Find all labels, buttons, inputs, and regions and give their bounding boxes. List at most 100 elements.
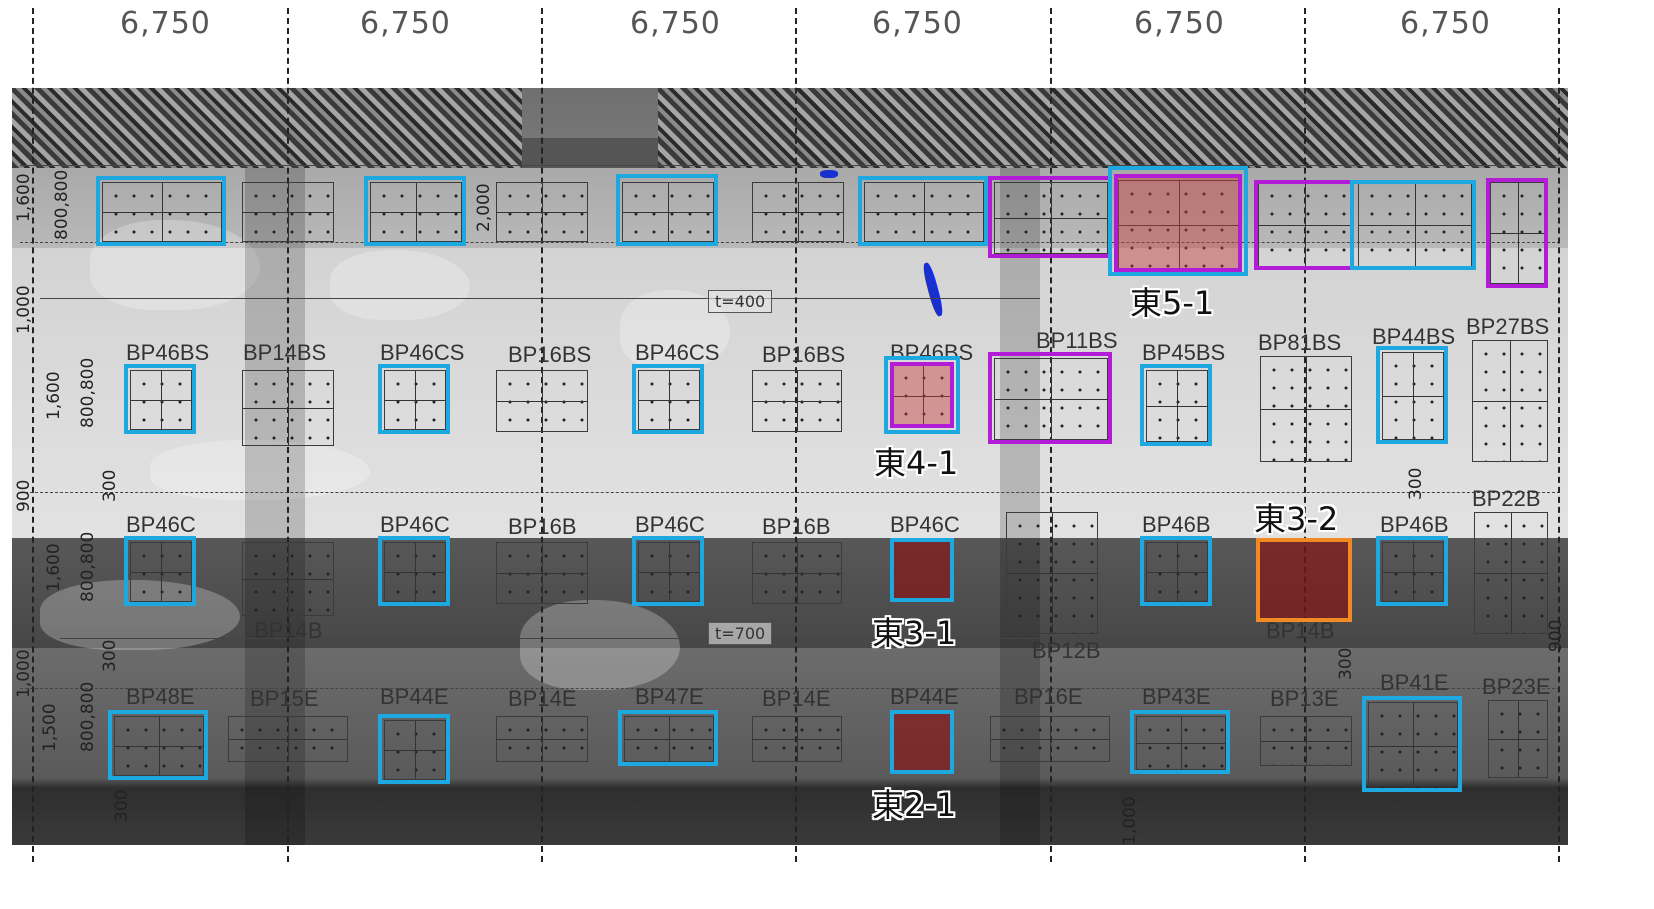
side-dimension: 300 bbox=[1406, 467, 1426, 500]
base-plate bbox=[1146, 370, 1208, 442]
base-plate bbox=[752, 370, 842, 432]
base-plate bbox=[242, 370, 334, 446]
marked-plate-blue bbox=[1376, 346, 1448, 444]
plate-label: BP14E bbox=[762, 686, 831, 711]
base-plate bbox=[638, 542, 700, 602]
marked-plate-blue bbox=[1140, 364, 1212, 446]
span-dimension: 6,750 bbox=[360, 6, 451, 41]
marked-plate-blue bbox=[364, 176, 466, 246]
base-plate bbox=[752, 542, 842, 604]
base-plate bbox=[496, 716, 588, 762]
base-plate bbox=[1136, 716, 1226, 770]
marked-plate-blue bbox=[378, 536, 450, 606]
side-dimension: 2,000 bbox=[474, 183, 494, 232]
marked-plate-purple bbox=[988, 176, 1112, 258]
plate-label: BP23E bbox=[1482, 674, 1551, 699]
column-gridline bbox=[1558, 8, 1560, 862]
plate-label: BP46CS bbox=[635, 340, 720, 365]
marked-plate-blue bbox=[1362, 696, 1462, 792]
dimension-line bbox=[60, 638, 1540, 639]
base-plate bbox=[1472, 340, 1548, 462]
grid-line bbox=[20, 242, 1560, 243]
marked-plate-blue bbox=[616, 174, 718, 246]
plate-label: BP46C bbox=[126, 512, 196, 537]
base-plate bbox=[994, 358, 1108, 440]
camouflage-patch bbox=[520, 600, 680, 690]
marked-plate-blue bbox=[632, 536, 704, 606]
side-dimension: 800,800 bbox=[78, 681, 98, 752]
marked-plate-blue bbox=[1350, 180, 1476, 270]
base-plate bbox=[994, 182, 1108, 254]
base-plate bbox=[1006, 512, 1098, 634]
marked-plate-damaged bbox=[890, 362, 954, 428]
side-dimension: 300 bbox=[112, 789, 132, 822]
plate-label: BP81BS bbox=[1258, 330, 1342, 355]
plate-label: BP44BS bbox=[1372, 324, 1456, 349]
side-dimension: 800,800 bbox=[52, 169, 72, 240]
marked-plate-orange bbox=[1256, 538, 1352, 622]
plate-label: BP44E bbox=[890, 684, 959, 709]
base-plate bbox=[384, 370, 446, 430]
plate-label: BP16BS bbox=[508, 342, 592, 367]
marked-plate-blue bbox=[1130, 710, 1230, 774]
plate-label: BP12B bbox=[1032, 638, 1101, 663]
base-plate bbox=[1146, 542, 1208, 602]
plate-label: BP46B bbox=[1142, 512, 1211, 537]
plate-label: BP14E bbox=[508, 686, 577, 711]
base-plate bbox=[102, 182, 222, 242]
marked-plate-purple bbox=[1254, 180, 1354, 270]
elevation-drawing: 6,750 6,750 6,750 6,750 6,750 6,750 t=40… bbox=[12, 6, 1568, 862]
side-dimension: 300 bbox=[1336, 647, 1356, 680]
base-plate bbox=[1490, 182, 1546, 284]
base-plate bbox=[990, 716, 1110, 762]
span-dimension: 6,750 bbox=[872, 6, 963, 41]
base-plate bbox=[1474, 512, 1548, 634]
base-plate bbox=[242, 182, 334, 242]
marked-plate-blue bbox=[884, 356, 960, 434]
grid-line bbox=[20, 165, 1560, 166]
base-plate bbox=[130, 542, 192, 602]
side-dimension: 1,500 bbox=[40, 703, 60, 752]
grid-line bbox=[20, 688, 1560, 689]
base-plate bbox=[638, 370, 700, 430]
span-dimension: 6,750 bbox=[630, 6, 721, 41]
base-plate bbox=[130, 370, 192, 430]
plate-label: BP43E bbox=[1142, 684, 1211, 709]
callout-label: 東5-1 bbox=[1130, 284, 1215, 322]
column-gridline bbox=[32, 8, 34, 862]
base-plate bbox=[864, 182, 984, 242]
base-plate bbox=[1382, 542, 1444, 602]
base-plate bbox=[1382, 352, 1444, 440]
base-plate bbox=[384, 720, 446, 780]
base-plate bbox=[1260, 356, 1352, 462]
plate-label: BP46C bbox=[380, 512, 450, 537]
blue-ink-mark bbox=[820, 170, 838, 178]
side-dimension: 300 bbox=[100, 639, 120, 672]
base-plate bbox=[496, 182, 588, 242]
base-plate bbox=[228, 716, 348, 762]
base-plate bbox=[496, 370, 588, 432]
marked-plate-blue bbox=[378, 364, 450, 434]
base-plate bbox=[242, 542, 334, 616]
side-dimension: 800,800 bbox=[78, 531, 98, 602]
marked-plate-blue bbox=[858, 176, 988, 246]
side-dimension: 1,000 bbox=[1120, 796, 1140, 845]
base-plate bbox=[384, 542, 446, 602]
plate-label: BP46B bbox=[1380, 512, 1449, 537]
plate-label: BP14BS bbox=[243, 340, 327, 365]
side-dimension: 1,000 bbox=[14, 649, 34, 698]
plate-label: BP45BS bbox=[1142, 340, 1226, 365]
side-dimension: 800,800 bbox=[78, 357, 98, 428]
base-plate bbox=[496, 542, 588, 604]
marked-plate-blue bbox=[618, 710, 718, 766]
base-plate bbox=[1260, 716, 1352, 766]
base-plate bbox=[752, 716, 842, 762]
base-plate bbox=[624, 716, 714, 762]
marked-plate-purple bbox=[988, 352, 1112, 444]
dimension-line bbox=[40, 298, 1040, 299]
plate-label: BP13E bbox=[1270, 686, 1339, 711]
plate-label: BP46C bbox=[635, 512, 705, 537]
marked-plate-blue bbox=[108, 710, 208, 780]
base-plate bbox=[370, 182, 462, 242]
column-gridline bbox=[541, 8, 543, 862]
